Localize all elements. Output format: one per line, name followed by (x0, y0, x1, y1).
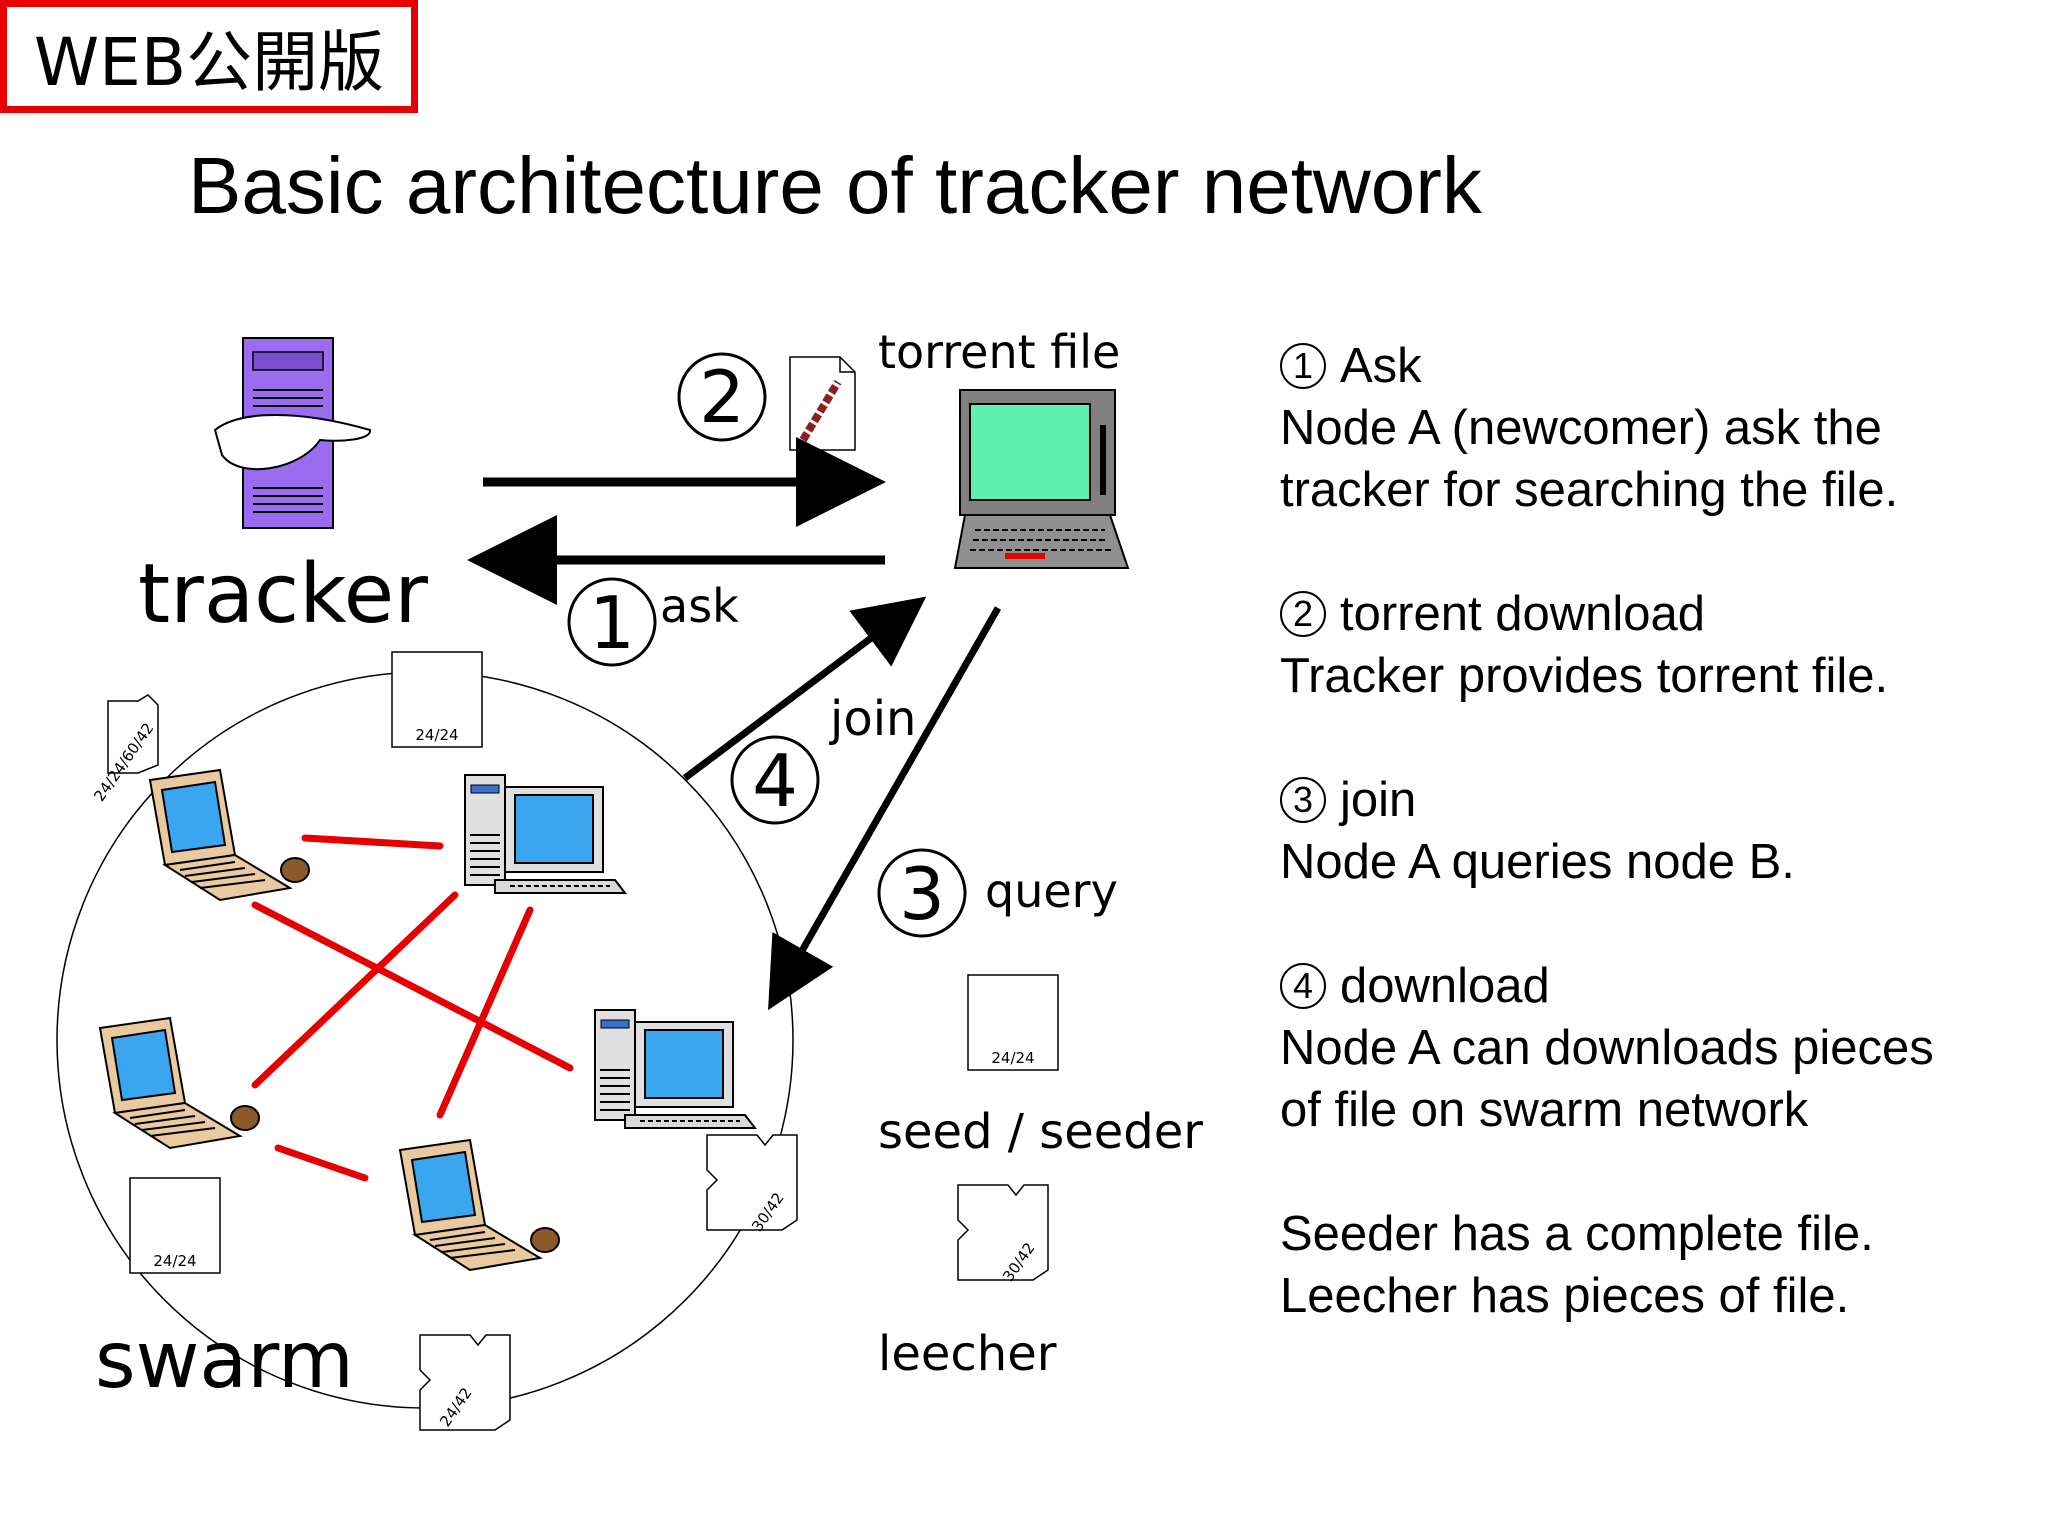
step-1-legend-marker: 1 (1280, 343, 1326, 389)
legend-step-1-line-1: Node A (newcomer) ask the (1280, 401, 1882, 455)
legend-step-1-title: Ask (1340, 339, 1422, 393)
web-public-badge: WEB公開版 (0, 0, 418, 113)
legend-step-4-line-2: of file on swarm network (1280, 1083, 1809, 1137)
step-3-marker (877, 848, 967, 938)
swarm-links (251, 834, 574, 1182)
step-1-marker (567, 577, 657, 667)
legend-step-2-title: torrent download (1340, 587, 1706, 641)
query-label: query (985, 864, 1118, 918)
seed-label: seed / seeder (878, 1104, 1203, 1160)
tracker-network-diagram: tracker torrent file 2 1 ask 4 join 3 qu… (56, 325, 1203, 1431)
piece-full-bottom-left: 24/24 (129, 1177, 221, 1274)
step-4-legend-marker: 4 (1280, 963, 1326, 1009)
note-line-2: Leecher has pieces of file. (1280, 1269, 1850, 1323)
join-label: join (829, 691, 916, 747)
legend-step-4: 4 download Node A can downloads pieces of… (1280, 955, 2020, 1141)
svg-text:24/24: 24/24 (415, 726, 458, 744)
svg-text:24/24: 24/24 (991, 1049, 1034, 1067)
join-arrow (682, 596, 927, 781)
swarm-laptop-bottom-left (99, 1017, 260, 1149)
swarm-laptop-top-left (149, 769, 310, 901)
seeder-leecher-note: Seeder has a complete file. Leecher has … (1280, 1203, 2020, 1327)
legend-panel: 1 Ask Node A (newcomer) ask the tracker f… (1280, 335, 2020, 1389)
piece-partial-right: 30/42 (706, 1134, 798, 1235)
swarm-laptop-bottom (399, 1139, 560, 1271)
torrent-file-label: torrent file (878, 325, 1120, 379)
tracker-label: tracker (138, 547, 428, 642)
torrent-file-icon (789, 356, 856, 451)
step-3-legend-marker: 3 (1280, 777, 1326, 823)
step-3-number: 3 (899, 852, 945, 936)
slide-title: Basic architecture of tracker network (188, 141, 1482, 230)
legend-step-3-title: join (1340, 773, 1417, 827)
legend-step-1: 1 Ask Node A (newcomer) ask the tracker f… (1280, 335, 2020, 521)
leecher-label: leecher (878, 1326, 1057, 1382)
leecher-piece-icon: 30/42 (957, 1184, 1049, 1285)
step-4-marker (730, 735, 820, 825)
piece-partial-bottom: 24/42 (419, 1334, 511, 1431)
legend-step-1-line-2: tracker for searching the file. (1280, 463, 1899, 517)
legend-step-2: 2 torrent download Tracker provides torre… (1280, 583, 2020, 707)
query-arrow (768, 606, 1002, 1011)
swarm-desktop-right (594, 1009, 756, 1129)
legend-step-4-title: download (1340, 959, 1550, 1013)
piece-partial-top-left: 24/24/60/42 (90, 694, 159, 805)
svg-text:24/24: 24/24 (153, 1252, 196, 1270)
node-a-laptop-icon (953, 389, 1130, 569)
legend-step-3: 3 join Node A queries node B. (1280, 769, 2020, 893)
swarm-label: swarm (95, 1316, 354, 1406)
step-2-marker (677, 352, 767, 442)
swarm-desktop-top (464, 774, 626, 894)
step-2-number: 2 (699, 355, 745, 439)
note-line-1: Seeder has a complete file. (1280, 1207, 1874, 1261)
step-4-number: 4 (752, 739, 798, 823)
step-2-legend-marker: 2 (1280, 591, 1326, 637)
legend-step-4-line-1: Node A can downloads pieces (1280, 1021, 1934, 1075)
tracker-server-icon (213, 337, 371, 529)
ask-label: ask (660, 579, 739, 633)
step-1-number: 1 (589, 581, 635, 665)
legend-step-3-line-1: Node A queries node B. (1280, 835, 1795, 889)
piece-full-top: 24/24 (391, 651, 483, 748)
legend-step-2-line-1: Tracker provides torrent file. (1280, 649, 1889, 703)
seed-piece-icon: 24/24 (967, 974, 1059, 1071)
